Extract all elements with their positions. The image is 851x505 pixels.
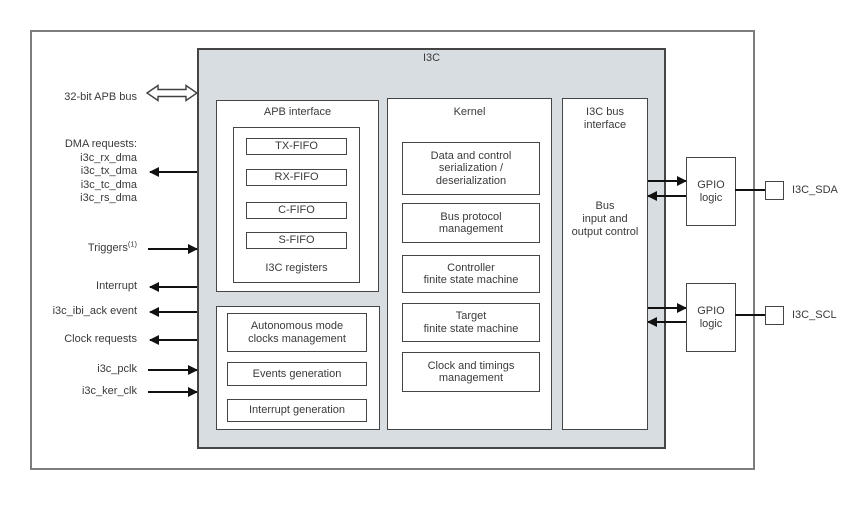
bus-protocol-label: Bus protocol management [439,211,503,236]
clock-requests-label: Clock requests [64,333,137,345]
bus-protocol-line-2: management [438,223,504,235]
triggers-footnote: (1) [127,239,137,249]
dma-request-item: i3c_tc_dma [80,178,137,191]
scl-input-arrow [647,317,686,327]
interrupt-arrow [149,282,197,292]
i3c-title: I3C [422,52,441,64]
pclk-arrow [148,365,198,375]
tx-fifo-box: TX-FIFO [246,138,347,155]
bus-io-line-3: output control [571,226,639,238]
triggers-arrow [148,244,198,254]
clock-requests-arrow [149,335,197,345]
clock-timings-line-2: management [438,372,504,384]
events-generation-box: Events generation [227,362,367,386]
pclk-label: i3c_pclk [97,363,137,375]
s-fifo-box: S-FIFO [246,232,347,249]
target-fsm-label: Target finite state machine [424,310,519,335]
bus-interface-title-line-2: interface [583,119,627,131]
ibi-ack-arrow [149,307,197,317]
ibi-ack-event-label: i3c_ibi_ack event [52,305,137,317]
bus-io-control-label: Bus input and output control [562,200,648,239]
interrupt-label: Interrupt [96,280,137,292]
kernel-title: Kernel [453,106,486,118]
serialization-label: Data and control serialization / deseria… [431,150,512,188]
clock-timings-line-1: Clock and timings [427,359,515,372]
controller-fsm-box: Controller finite state machine [402,255,540,293]
apb-bus-label: 32-bit APB bus [64,91,137,103]
sda-pad [765,181,784,200]
sda-input-arrow [647,191,686,201]
ker-clk-arrow [148,387,198,397]
bus-io-line-1: Bus [595,200,615,212]
triggers-label: Triggers(1) [30,239,137,256]
autonomous-mode-clocks-box: Autonomous mode clocks management [227,313,367,352]
interrupt-generation-box: Interrupt generation [227,399,367,422]
dma-request-item: i3c_rs_dma [80,192,137,204]
apb-bus-double-arrow-icon [146,84,198,102]
dma-requests-header: DMA requests: [64,138,137,150]
sda-output-arrow [648,176,687,186]
c-fifo-box: C-FIFO [246,202,347,219]
i3c-registers-label: I3C registers [265,262,328,274]
ker-clk-label: i3c_ker_clk [81,385,137,397]
serialization-line-1: Data and control [430,149,512,162]
serialization-line-3: deserialization [435,174,507,187]
bus-protocol-management-box: Bus protocol management [402,203,540,243]
serialization-line-2: serialization / [438,162,504,175]
bus-protocol-line-1: Bus protocol [440,210,502,223]
target-fsm-box: Target finite state machine [402,303,540,342]
apb-interface-title: APB interface [263,106,332,118]
bus-interface-title-line-1: I3C bus [586,106,624,118]
clock-timings-management-box: Clock and timings management [402,352,540,392]
dma-request-item: i3c_tx_dma [80,165,137,177]
serialization-deserialization-box: Data and control serialization / deseria… [402,142,540,195]
scl-pad-label: I3C_SCL [792,309,837,321]
bus-io-line-2: input and [582,213,628,225]
autonomous-mode-clocks-label: Autonomous mode clocks management [248,320,346,345]
scl-pad-line [735,314,765,316]
rx-fifo-box: RX-FIFO [246,169,347,186]
controller-fsm-label: Controller finite state machine [424,262,519,287]
sda-pad-label: I3C_SDA [792,184,838,196]
target-fsm-line-2: finite state machine [423,322,519,335]
gpio-logic-sda-box: GPIO logic [686,157,736,226]
controller-fsm-line-1: Controller [447,261,495,274]
target-fsm-line-1: Target [455,310,487,322]
scl-output-arrow [648,303,687,313]
dma-request-item: i3c_rx_dma [80,151,137,164]
triggers-text: Triggers [87,242,128,254]
dma-arrow [149,167,197,177]
gpio-logic-scl-box: GPIO logic [686,283,736,352]
i3c-bus-interface-box [562,98,648,430]
dma-requests-block: DMA requests: i3c_rx_dma i3c_tx_dma i3c_… [30,138,137,206]
scl-pad [765,306,784,325]
autonomous-line-2: clocks management [248,332,346,345]
autonomous-line-1: Autonomous mode [250,320,344,332]
clock-timings-label: Clock and timings management [428,360,515,385]
controller-fsm-line-2: finite state machine [423,274,519,286]
i3c-bus-interface-title: I3C bus interface [562,106,648,132]
sda-pad-line [735,189,765,191]
